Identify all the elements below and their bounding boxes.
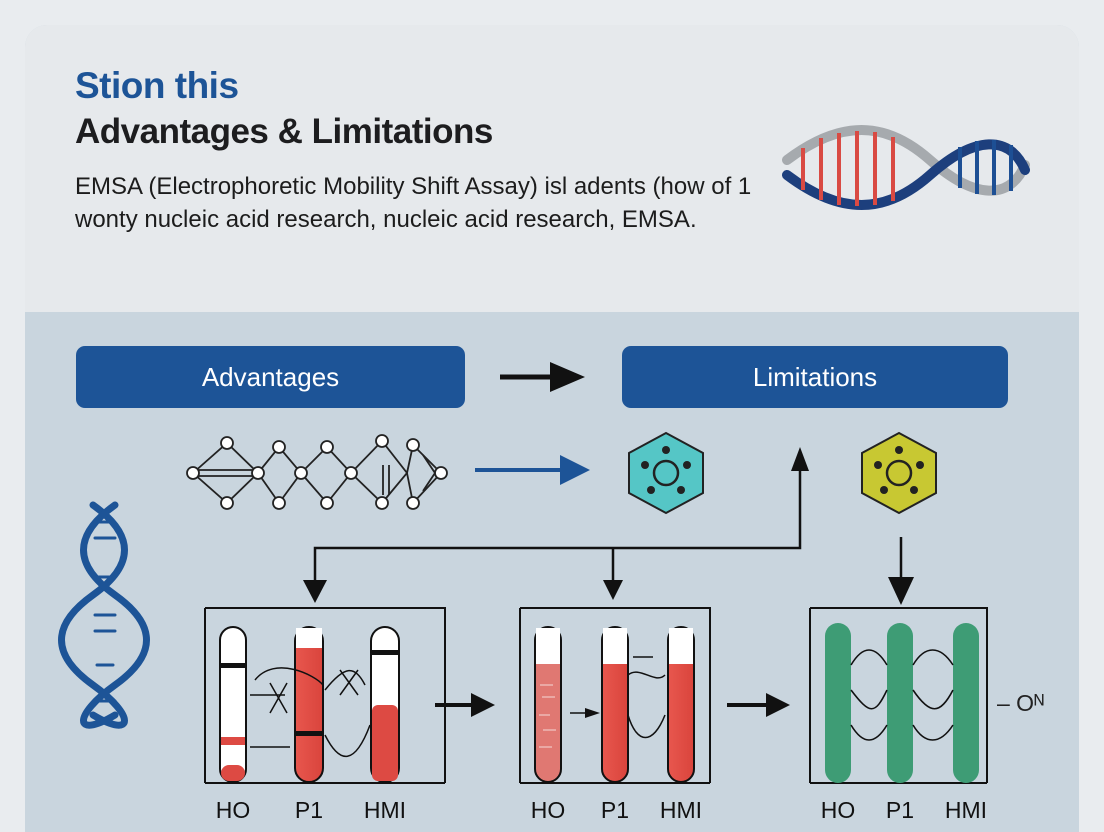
advantages-button[interactable]: Advantages <box>76 346 465 408</box>
gel2-label-p1: P1 <box>600 797 630 823</box>
gel3-label-ho: HO <box>820 797 856 823</box>
description-text: EMSA (Electrophoretic Mobility Shift Ass… <box>75 173 752 233</box>
gel2-label-hmi: HMI <box>659 797 703 823</box>
gel-panel-1 <box>204 607 446 784</box>
gel-panel-2 <box>519 607 711 784</box>
gel1-label-ho: HO <box>215 797 251 823</box>
diagram-artwork <box>58 125 1030 784</box>
teal-hexagon-icon <box>628 431 704 515</box>
page-title: Advantages & Limitations <box>75 112 493 151</box>
header-panel: Stion this Advantages & Limitations EMSA… <box>25 25 1079 312</box>
side-label: – Oᴺ <box>997 690 1044 716</box>
connector-lines <box>313 465 903 585</box>
dna-double-helix-icon <box>58 501 150 729</box>
infographic-card: Stion this Advantages & Limitations EMSA… <box>25 25 1079 832</box>
yellow-hexagon-icon <box>861 431 937 515</box>
molecule-structure-icon <box>186 434 448 510</box>
kicker-text: Stion this <box>75 65 239 106</box>
limitations-button[interactable]: Limitations <box>622 346 1008 408</box>
gel3-label-hmi: HMI <box>944 797 988 823</box>
dna-helix-icon <box>782 125 1030 210</box>
gel2-label-ho: HO <box>530 797 566 823</box>
gel1-label-p1: P1 <box>294 797 324 823</box>
gel-panel-3 <box>809 607 988 784</box>
gel1-label-hmi: HMI <box>363 797 407 823</box>
gel3-label-p1: P1 <box>885 797 915 823</box>
